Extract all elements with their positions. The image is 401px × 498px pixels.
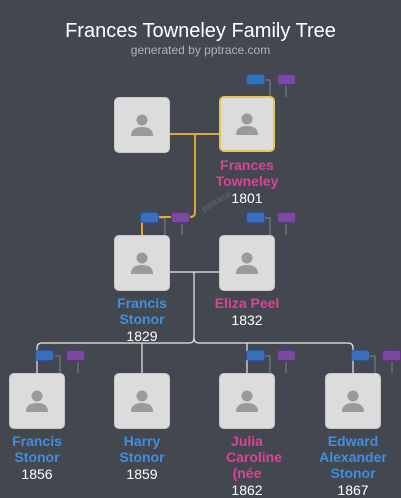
person-silhouette-icon xyxy=(26,390,48,412)
ancestry-badge[interactable] xyxy=(246,212,265,223)
person-year-edward-alexander-stonor: 1867 xyxy=(337,482,369,498)
person-card-eliza-peel[interactable] xyxy=(219,235,275,291)
person-year-julia-caroline: 1862 xyxy=(231,482,263,498)
person-name-julia-caroline: Julia Caroline (née xyxy=(226,433,283,481)
person-silhouette-icon xyxy=(342,390,364,412)
ancestry-badge[interactable] xyxy=(351,350,370,361)
person-card-francis-stonor-1856[interactable] xyxy=(9,373,65,429)
person-name-edward-alexander-stonor: Edward Alexander Stonor xyxy=(319,433,387,481)
person-card-harry-stonor[interactable] xyxy=(114,373,170,429)
descendants-badge[interactable] xyxy=(277,212,296,223)
person-card-edward-alexander-stonor[interactable] xyxy=(325,373,381,429)
person-year-harry-stonor: 1859 xyxy=(126,466,158,482)
ancestry-badge[interactable] xyxy=(246,74,265,85)
person-silhouette-icon xyxy=(236,252,258,274)
person-silhouette-icon xyxy=(236,113,258,135)
page-subtitle: generated by pptrace.com xyxy=(130,43,271,57)
ancestry-badge[interactable] xyxy=(246,350,265,361)
person-card-unknown-spouse[interactable] xyxy=(114,97,170,153)
descendants-badge[interactable] xyxy=(171,212,190,223)
person-name-frances-towneley: Frances Towneley xyxy=(215,157,279,189)
person-name-eliza-peel: Eliza Peel xyxy=(214,295,280,311)
person-card-francis-stonor-1829[interactable] xyxy=(114,235,170,291)
person-year-eliza-peel: 1832 xyxy=(231,312,263,328)
person-name-francis-stonor-1856: Francis Stonor xyxy=(12,433,62,465)
person-card-frances-towneley[interactable] xyxy=(219,96,275,152)
person-silhouette-icon xyxy=(236,390,258,412)
person-year-francis-stonor-1856: 1856 xyxy=(21,466,53,482)
person-silhouette-icon xyxy=(131,252,153,274)
person-card-julia-caroline[interactable] xyxy=(219,373,275,429)
ancestry-badge[interactable] xyxy=(35,350,54,361)
person-year-francis-stonor-1829: 1829 xyxy=(126,328,158,344)
person-name-francis-stonor-1829: Francis Stonor xyxy=(117,295,167,327)
page-title: Frances Towneley Family Tree xyxy=(65,20,336,42)
person-silhouette-icon xyxy=(131,114,153,136)
descendants-badge[interactable] xyxy=(382,350,401,361)
descendants-badge[interactable] xyxy=(66,350,85,361)
person-silhouette-icon xyxy=(131,390,153,412)
person-year-frances-towneley: 1801 xyxy=(231,190,263,206)
descendants-badge[interactable] xyxy=(277,74,296,85)
person-name-harry-stonor: Harry Stonor xyxy=(119,433,165,465)
descendants-badge[interactable] xyxy=(277,350,296,361)
ancestry-badge[interactable] xyxy=(140,212,159,223)
